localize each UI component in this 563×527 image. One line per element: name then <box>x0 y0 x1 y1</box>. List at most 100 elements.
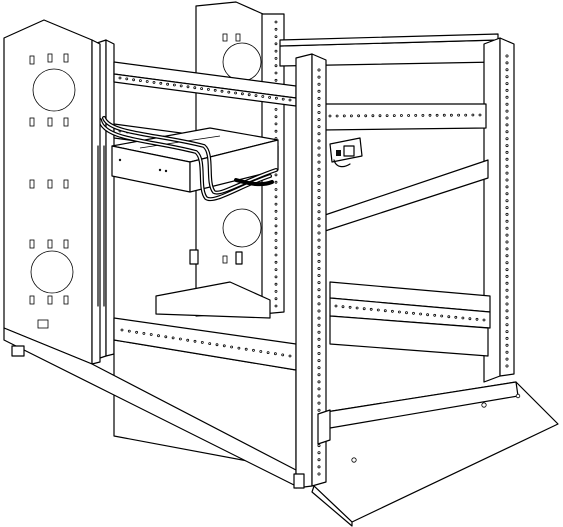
perforation-hole <box>158 335 160 337</box>
perforation-hole <box>318 182 320 184</box>
perforation-hole <box>318 168 320 170</box>
perforation-hole <box>356 307 358 309</box>
perforation-hole <box>318 409 320 411</box>
perforation-hole <box>201 88 203 90</box>
perforation-hole <box>318 204 320 206</box>
perforation-hole <box>267 352 269 354</box>
perforation-hole <box>275 240 277 242</box>
perforation-hole <box>275 283 277 285</box>
perforation-hole <box>165 336 167 338</box>
perforation-hole <box>365 115 367 117</box>
perforation-hole <box>275 43 277 45</box>
perforation-hole <box>379 115 381 117</box>
perforation-hole <box>318 260 320 262</box>
perforation-hole <box>318 374 320 376</box>
perforation-hole <box>479 114 481 116</box>
perforation-hole <box>506 255 508 257</box>
perforation-hole <box>318 381 320 383</box>
perforation-hole <box>472 114 474 116</box>
outlet-unit <box>330 138 362 167</box>
perforation-hole <box>506 213 508 215</box>
perforation-hole <box>318 331 320 333</box>
perforation-hole <box>443 114 445 116</box>
perforation-hole <box>318 360 320 362</box>
perforation-hole <box>506 324 508 326</box>
perforation-hole <box>275 196 277 198</box>
perforation-hole <box>318 267 320 269</box>
perforation-hole <box>384 310 386 312</box>
perforation-hole <box>506 289 508 291</box>
perforation-hole <box>318 189 320 191</box>
perforation-hole <box>400 115 402 117</box>
perforation-hole <box>318 324 320 326</box>
perforation-hole <box>275 210 277 212</box>
perforation-hole <box>241 93 243 95</box>
perforation-hole <box>506 55 508 57</box>
perforation-hole <box>420 313 422 315</box>
perforation-hole <box>262 96 264 98</box>
perforation-hole <box>275 203 277 205</box>
perforation-hole <box>160 82 162 84</box>
perforation-hole <box>318 338 320 340</box>
perforation-hole <box>450 114 452 116</box>
perforation-hole <box>318 161 320 163</box>
perforation-hole <box>318 459 320 461</box>
perforation-hole <box>506 89 508 91</box>
perforation-hole <box>318 466 320 468</box>
perforation-hole <box>172 337 174 339</box>
perforation-hole <box>469 318 471 320</box>
perforation-hole <box>506 200 508 202</box>
perforation-hole <box>372 115 374 117</box>
perforation-hole <box>318 246 320 248</box>
perforation-hole <box>506 124 508 126</box>
perforation-hole <box>318 154 320 156</box>
perforation-hole <box>275 218 277 220</box>
perforation-hole <box>506 110 508 112</box>
perforation-hole <box>275 305 277 307</box>
perforation-hole <box>318 402 320 404</box>
perforation-hole <box>506 193 508 195</box>
perforation-hole <box>506 76 508 78</box>
perforation-hole <box>275 189 277 191</box>
perforation-hole <box>429 114 431 116</box>
perforation-hole <box>139 80 141 82</box>
perforation-hole <box>121 329 123 331</box>
perforation-hole <box>194 87 196 89</box>
perforation-hole <box>318 289 320 291</box>
perforation-hole <box>153 81 155 83</box>
perforation-hole <box>506 275 508 277</box>
perforation-hole <box>245 348 247 350</box>
perforation-hole <box>275 276 277 278</box>
perforation-hole <box>343 115 345 117</box>
perforation-hole <box>167 83 169 85</box>
perforation-hole <box>398 311 400 313</box>
perforation-hole <box>386 115 388 117</box>
perforation-hole <box>377 309 379 311</box>
perforation-hole <box>255 95 257 97</box>
perforation-hole <box>506 145 508 147</box>
perforation-hole <box>318 211 320 213</box>
perforation-hole <box>335 305 337 307</box>
perforation-hole <box>506 165 508 167</box>
perforation-hole <box>415 114 417 116</box>
perforation-hole <box>422 114 424 116</box>
perforation-hole <box>275 269 277 271</box>
perforation-hole <box>370 308 372 310</box>
perforation-hole <box>173 84 175 86</box>
perforation-hole <box>318 69 320 71</box>
perforation-hole <box>235 92 237 94</box>
perforation-hole <box>506 138 508 140</box>
perforation-hole <box>318 345 320 347</box>
perforation-hole <box>187 86 189 88</box>
perforation-hole <box>194 340 196 342</box>
front-right-upright <box>294 54 330 488</box>
perforation-hole <box>506 337 508 339</box>
perforation-hole <box>318 317 320 319</box>
perforation-hole <box>318 303 320 305</box>
perforation-hole <box>506 83 508 85</box>
perforation-hole <box>318 253 320 255</box>
perforation-hole <box>318 452 320 454</box>
perforation-hole <box>408 115 410 117</box>
perforation-hole <box>358 115 360 117</box>
perforation-hole <box>207 88 209 90</box>
